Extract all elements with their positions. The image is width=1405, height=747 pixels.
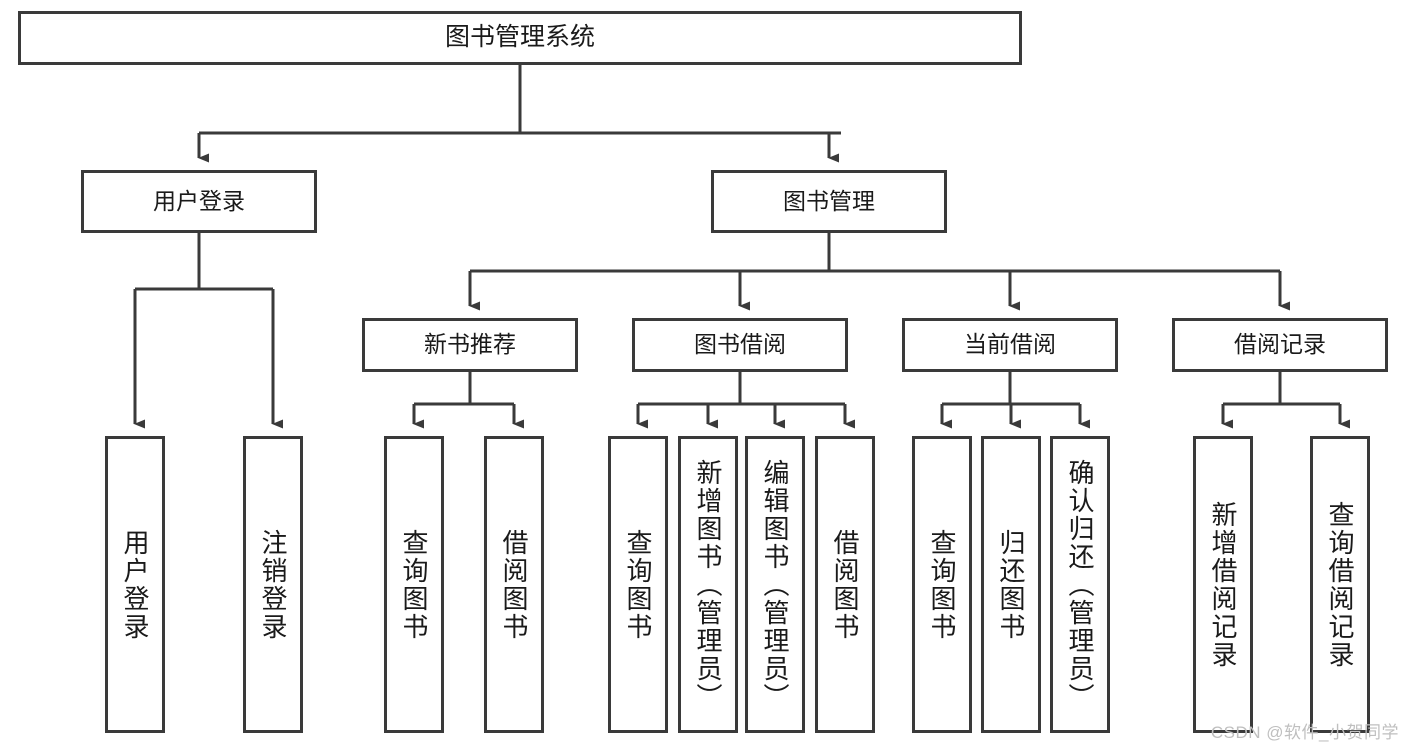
leaf-borrow-book[interactable]: 借阅图书 xyxy=(815,436,875,733)
leaf-query-book-recommend[interactable]: 查询图书 xyxy=(384,436,444,733)
node-label: 新增借阅记录 xyxy=(1208,500,1238,669)
node-label: 新增图书（管理员） xyxy=(693,458,723,711)
node-label: 注销登录 xyxy=(258,528,288,641)
node-label: 查询图书 xyxy=(399,528,429,641)
leaf-confirm-return-admin[interactable]: 确认归还（管理员） xyxy=(1050,436,1110,733)
leaf-add-book-admin[interactable]: 新增图书（管理员） xyxy=(678,436,738,733)
node-label: 借阅记录 xyxy=(1234,331,1326,358)
node-label: 归还图书 xyxy=(996,528,1026,641)
node-new-book-recommendation[interactable]: 新书推荐 xyxy=(362,318,578,372)
leaf-add-borrow-record[interactable]: 新增借阅记录 xyxy=(1193,436,1253,733)
node-label: 图书借阅 xyxy=(694,331,786,358)
leaf-user-login[interactable]: 用户登录 xyxy=(105,436,165,733)
leaf-borrow-book-recommend[interactable]: 借阅图书 xyxy=(484,436,544,733)
node-current-borrowing[interactable]: 当前借阅 xyxy=(902,318,1118,372)
node-root-book-management-system[interactable]: 图书管理系统 xyxy=(18,11,1022,65)
node-label: 确认归还（管理员） xyxy=(1065,458,1095,711)
node-label: 新书推荐 xyxy=(424,331,516,358)
node-label: 图书管理系统 xyxy=(444,23,595,52)
leaf-query-book-current[interactable]: 查询图书 xyxy=(912,436,972,733)
node-label: 借阅图书 xyxy=(830,528,860,641)
node-borrowing-record[interactable]: 借阅记录 xyxy=(1172,318,1388,372)
node-user-login[interactable]: 用户登录 xyxy=(81,170,317,233)
node-label: 查询图书 xyxy=(623,528,653,641)
leaf-query-borrow-record[interactable]: 查询借阅记录 xyxy=(1310,436,1370,733)
leaf-return-book[interactable]: 归还图书 xyxy=(981,436,1041,733)
node-label: 用户登录 xyxy=(120,528,150,641)
node-book-management[interactable]: 图书管理 xyxy=(711,170,947,233)
leaf-edit-book-admin[interactable]: 编辑图书（管理员） xyxy=(745,436,805,733)
node-label: 图书管理 xyxy=(783,187,875,214)
leaf-query-book-borrow[interactable]: 查询图书 xyxy=(608,436,668,733)
node-label: 查询借阅记录 xyxy=(1325,500,1355,669)
node-book-borrowing[interactable]: 图书借阅 xyxy=(632,318,848,372)
node-label: 借阅图书 xyxy=(499,528,529,641)
leaf-logout[interactable]: 注销登录 xyxy=(243,436,303,733)
node-label: 当前借阅 xyxy=(964,331,1056,358)
node-label: 查询图书 xyxy=(927,528,957,641)
node-label: 用户登录 xyxy=(153,187,245,214)
node-label: 编辑图书（管理员） xyxy=(760,458,790,711)
